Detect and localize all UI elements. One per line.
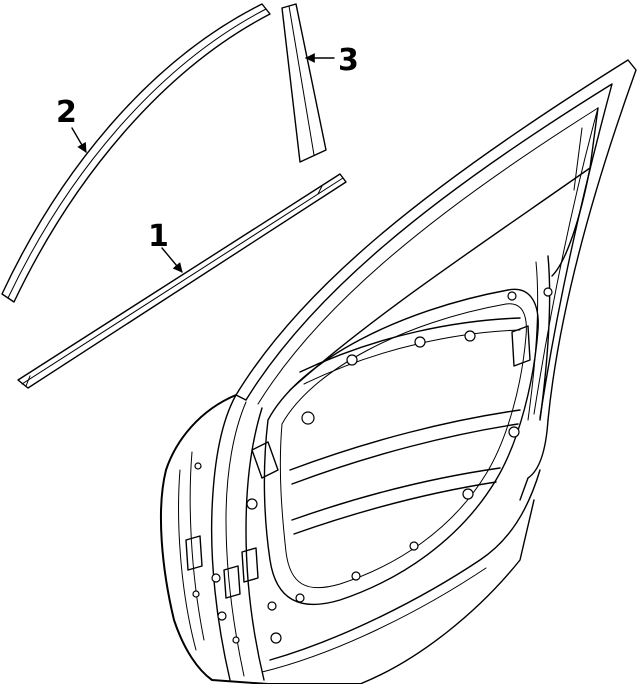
part-1-belt-weatherstrip xyxy=(17,173,347,389)
leader-2-arrow xyxy=(71,127,87,153)
callout-2-label: 2 xyxy=(56,95,77,130)
callout-1-label: 1 xyxy=(148,219,169,254)
part-3-pillar-applique xyxy=(281,3,327,163)
callout-3-label: 3 xyxy=(338,43,359,78)
callout-leaders xyxy=(71,53,335,273)
door-shell xyxy=(159,59,637,684)
leader-1-arrow xyxy=(161,247,183,273)
part-2-door-frame-moulding xyxy=(1,3,271,303)
